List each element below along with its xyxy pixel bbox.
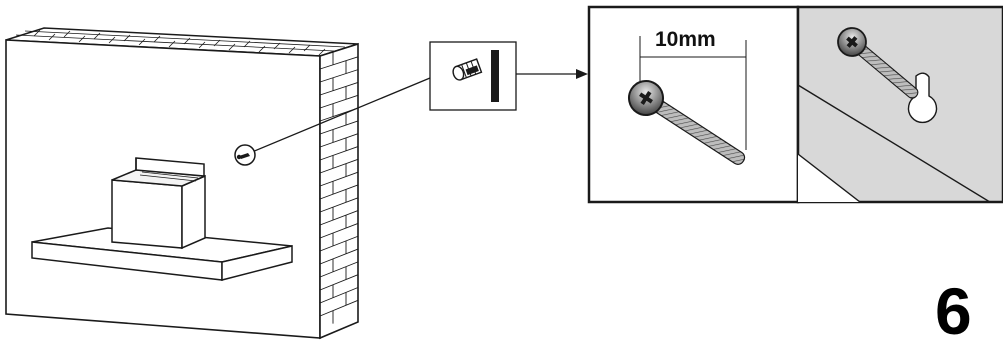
screw-length-label: 10mm: [655, 28, 716, 51]
hood-chimney-front: [111, 179, 183, 249]
cooker-hood: [31, 157, 293, 281]
wall-top-bricks: [15, 29, 346, 56]
callout-arrow: [516, 69, 588, 79]
hood-canopy-side: [221, 245, 293, 281]
detail-screw-length: 10mm: [587, 5, 800, 204]
wall-side-face: [319, 42, 359, 340]
detail-keyhole-mount: [796, 5, 1003, 204]
screw-and-bracket-icon: [429, 41, 517, 111]
screw-position-marker: [234, 77, 431, 166]
hood-chimney-side: [181, 174, 206, 250]
leader-line: [251, 77, 431, 153]
step-number: 6: [935, 274, 972, 340]
